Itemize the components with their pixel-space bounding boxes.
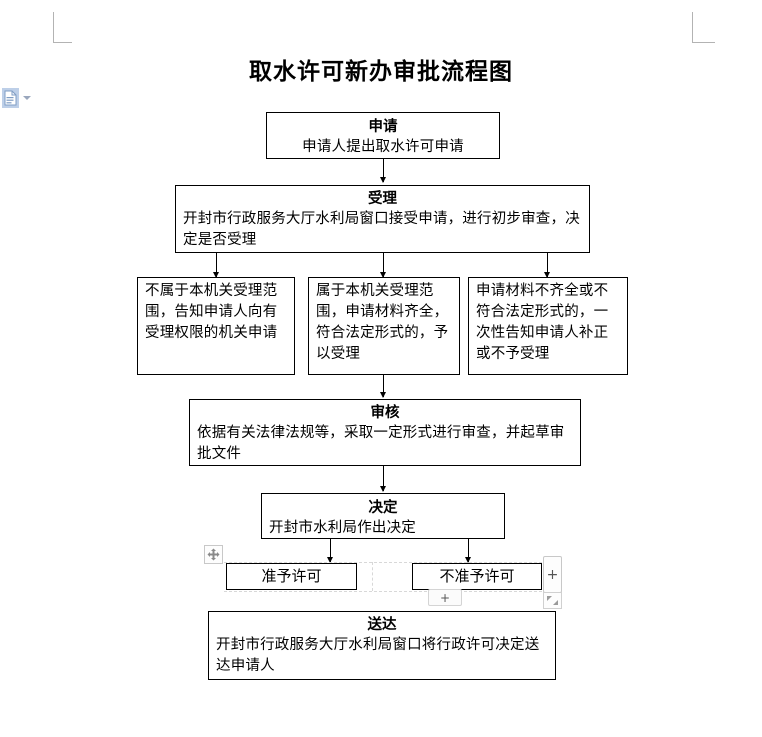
flow-node-review-heading: 审核 (370, 405, 400, 421)
page-margin-mark-top-right (692, 12, 715, 43)
table-gridline-vertical (372, 562, 373, 591)
connector-accept-to-branch-left (213, 253, 219, 278)
flow-node-branch-in-scope: 属于本机关受理范围，申请材料齐全，符合法定形式的，予以受理 (308, 277, 460, 375)
flow-node-decision: 决定 开封市水利局作出决定 (261, 493, 505, 539)
chevron-down-icon[interactable] (23, 96, 31, 100)
connector-decision-to-approve (327, 539, 333, 563)
paste-options-widget[interactable] (2, 88, 31, 108)
flow-node-apply: 申请 申请人提出取水许可申请 (266, 112, 500, 159)
table-gridline-horizontal (224, 562, 542, 563)
flow-node-decision-body: 开封市水利局作出决定 (269, 520, 416, 537)
connector-branch-to-review (380, 375, 386, 398)
flow-node-decision-heading: 决定 (368, 500, 398, 516)
flow-node-review-body: 依据有关法律法规等，采取一定形式进行审查，并起草审批文件 (197, 425, 565, 463)
flow-node-deliver: 送达 开封市行政服务大厅水利局窗口将行政许可决定送达申请人 (208, 611, 556, 680)
flow-node-accept-heading: 受理 (368, 191, 397, 207)
table-add-column-label: + (546, 566, 559, 583)
flow-node-review: 审核 依据有关法律法规等，采取一定形式进行审查，并起草审批文件 (189, 399, 581, 466)
page-margin-mark-top-left (53, 12, 72, 43)
flow-node-branch-not-in-scope-body: 不属于本机关受理范围，告知申请人向有受理权限的机关申请 (145, 283, 278, 342)
flow-node-apply-body: 申请人提出取水许可申请 (302, 139, 464, 156)
table-move-handle[interactable] (204, 545, 223, 564)
flow-node-reject-body: 不准予许可 (439, 566, 515, 585)
flow-node-branch-incomplete: 申请材料不齐全或不符合法定形式的，一次性告知申请人补正或不予受理 (468, 277, 628, 375)
flow-node-approve-body: 准予许可 (261, 566, 322, 585)
table-add-column-button[interactable]: + (543, 556, 562, 593)
paste-options-icon[interactable] (2, 88, 19, 108)
flow-node-deliver-body: 开封市行政服务大厅水利局窗口将行政许可决定送达申请人 (216, 637, 540, 675)
table-add-row-button[interactable]: + (428, 589, 462, 606)
page-title: 取水许可新办审批流程图 (249, 59, 513, 85)
table-add-row-label: + (439, 590, 451, 605)
flow-node-branch-incomplete-body: 申请材料不齐全或不符合法定形式的，一次性告知申请人补正或不予受理 (476, 283, 609, 363)
connector-accept-to-branch-middle (380, 253, 386, 278)
flow-node-deliver-heading: 送达 (367, 617, 397, 633)
flow-node-reject: 不准予许可 (412, 563, 542, 590)
flow-node-accept-body: 开封市行政服务大厅水利局窗口接受申请，进行初步审查，决定是否受理 (183, 211, 580, 249)
flow-node-branch-not-in-scope: 不属于本机关受理范围，告知申请人向有受理权限的机关申请 (137, 277, 295, 375)
flow-node-approve: 准予许可 (226, 563, 357, 590)
connector-accept-to-branch-right (544, 253, 550, 278)
flow-node-accept: 受理 开封市行政服务大厅水利局窗口接受申请，进行初步审查，决定是否受理 (175, 185, 590, 253)
flow-node-apply-heading: 申请 (368, 119, 398, 135)
connector-decision-to-reject (465, 539, 471, 563)
connector-review-to-decision (380, 466, 386, 492)
table-gridline-horizontal-bottom (224, 591, 542, 592)
table-resize-handle[interactable] (543, 592, 562, 609)
connector-apply-to-accept (380, 159, 386, 183)
flow-node-branch-in-scope-body: 属于本机关受理范围，申请材料齐全，符合法定形式的，予以受理 (316, 283, 449, 363)
